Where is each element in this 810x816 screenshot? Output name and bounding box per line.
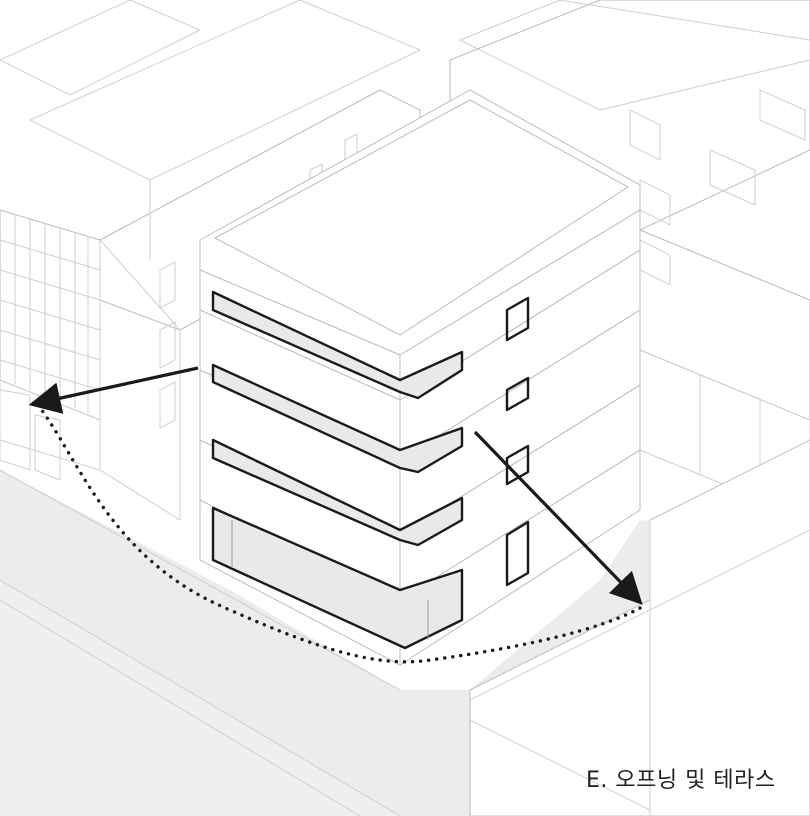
main-building xyxy=(199,89,641,666)
window-opening-4 xyxy=(505,520,530,587)
diagram-caption: E. 오프닝 및 테라스 xyxy=(586,768,776,793)
window-opening-2 xyxy=(505,376,530,412)
terrace-opening-2f xyxy=(211,438,464,547)
terrace-opening-3f xyxy=(211,363,464,474)
view-arrow-west xyxy=(28,366,199,414)
movement-path xyxy=(36,403,642,664)
terrace-opening-1f xyxy=(211,506,464,650)
window-opening-3 xyxy=(505,444,530,486)
view-arrow-southeast xyxy=(473,430,643,605)
terrace-opening-4f xyxy=(211,290,464,400)
view-arrows xyxy=(28,366,643,664)
window-opening-1 xyxy=(505,296,530,342)
